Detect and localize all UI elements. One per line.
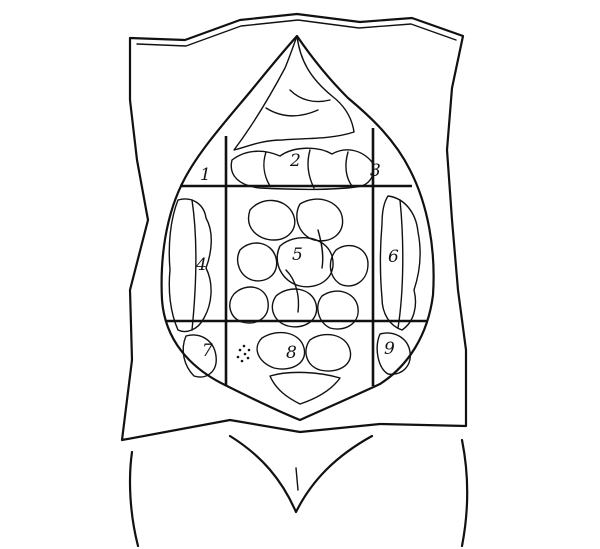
region-label-2: 2 (289, 151, 301, 171)
small-intestine-coils (230, 199, 368, 404)
groin-crease (296, 468, 298, 490)
groin-outline (230, 436, 372, 512)
colon-haustra-1 (264, 152, 270, 186)
colon-haustra-3 (346, 152, 352, 186)
abdominal-cavity-outline (162, 36, 434, 420)
sheet-inner-edge (137, 20, 456, 46)
colon-haustra-2 (308, 150, 314, 188)
region-label-8: 8 (286, 343, 297, 363)
transverse-colon (231, 148, 373, 189)
region-label-3: 3 (370, 161, 381, 181)
region-label-4: 4 (195, 255, 207, 275)
right-thigh-outline (462, 440, 467, 546)
region-label-1: 1 (200, 165, 211, 185)
left-thigh-outline (130, 452, 138, 546)
liver-fold-2 (290, 90, 330, 102)
stippled-patch (237, 345, 251, 363)
region-label-7: 7 (202, 341, 213, 361)
region-label-6: 6 (388, 247, 399, 267)
liver-fold (266, 108, 318, 116)
region-label-9: 9 (384, 339, 395, 359)
region-label-5: 5 (292, 245, 303, 265)
